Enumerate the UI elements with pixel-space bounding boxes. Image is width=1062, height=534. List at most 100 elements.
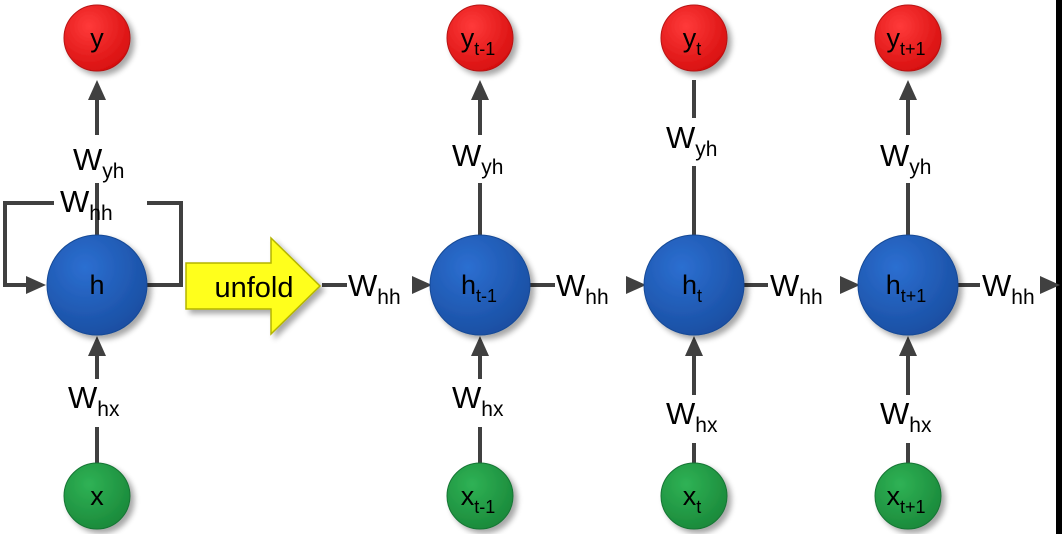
label-whh-3-sub: hh bbox=[1011, 286, 1034, 309]
node-x-tm1-main: x bbox=[461, 481, 475, 511]
svg-text:ht: ht bbox=[682, 270, 702, 306]
node-x-tm1-sub: t-1 bbox=[474, 497, 495, 517]
label-whh-folded: Whh bbox=[60, 184, 113, 225]
node-x-t-main: x bbox=[683, 481, 697, 511]
node-x-tp1-main: x bbox=[886, 481, 900, 511]
label-whh-1-main: W bbox=[556, 268, 586, 303]
arrowhead-self-loop bbox=[26, 276, 46, 294]
arrowhead-x-to-h bbox=[88, 336, 106, 356]
node-x-t-sub: t bbox=[696, 497, 701, 517]
node-y-t-sub: t bbox=[696, 39, 701, 59]
node-y-tp1-sub: t+1 bbox=[900, 39, 926, 59]
svg-text:yt-1: yt-1 bbox=[461, 23, 496, 59]
node-x: x bbox=[63, 462, 131, 530]
arrowhead-x-tm1-to-h-tm1 bbox=[471, 336, 489, 356]
node-y-t: yt bbox=[660, 4, 728, 72]
label-wyh-tm1: Wyh bbox=[452, 138, 503, 179]
label-whh-0: Whh bbox=[348, 268, 401, 309]
node-y-main: y bbox=[90, 23, 104, 53]
label-whx-folded: Whx bbox=[68, 380, 120, 421]
node-h-tm1-sub: t-1 bbox=[476, 286, 497, 306]
node-x-main: x bbox=[90, 481, 104, 511]
edge-self-loop-left bbox=[3, 201, 54, 287]
svg-text:ht-1: ht-1 bbox=[461, 270, 497, 306]
label-wyh-tm1-main: W bbox=[452, 138, 482, 173]
label-whh-3-main: W bbox=[982, 268, 1012, 303]
label-whx-folded-main: W bbox=[68, 380, 98, 415]
svg-text:yt+1: yt+1 bbox=[886, 23, 925, 59]
node-y-tm1-main: y bbox=[461, 23, 475, 53]
label-whx-tp1-main: W bbox=[880, 396, 910, 431]
node-h-t-sub: t bbox=[697, 286, 702, 306]
svg-text:xt+1: xt+1 bbox=[886, 481, 925, 517]
label-wyh-t-sub: yh bbox=[695, 138, 717, 161]
label-whx-t: Whx bbox=[666, 396, 718, 437]
label-wyh-tp1: Wyh bbox=[880, 138, 931, 179]
node-y-tp1: yt+1 bbox=[874, 4, 942, 72]
unfold-arrow bbox=[185, 236, 322, 336]
svg-text:ht+1: ht+1 bbox=[886, 270, 927, 306]
label-wyh-t-main: W bbox=[666, 120, 696, 155]
node-h-tm1-main: h bbox=[461, 270, 476, 300]
node-x-tp1-sub: t+1 bbox=[900, 497, 926, 517]
label-wyh-folded-main: W bbox=[73, 142, 103, 177]
label-whx-folded-sub: hx bbox=[97, 398, 120, 421]
label-whx-tm1: Whx bbox=[452, 380, 504, 421]
label-whx-t-sub: hx bbox=[695, 414, 718, 437]
label-wyh-folded-sub: yh bbox=[102, 160, 124, 183]
label-whx-tm1-main: W bbox=[452, 380, 482, 415]
node-h-main: h bbox=[89, 270, 104, 300]
node-x-tp1: xt+1 bbox=[874, 462, 942, 530]
arrowhead-into-h-tm1 bbox=[412, 276, 432, 294]
svg-text:y: y bbox=[90, 23, 104, 53]
label-whh-0-sub: hh bbox=[377, 286, 400, 309]
node-y-t-main: y bbox=[683, 23, 697, 53]
label-wyh-tp1-sub: yh bbox=[909, 156, 931, 179]
svg-text:xt-1: xt-1 bbox=[461, 481, 496, 517]
node-h: h bbox=[46, 234, 148, 336]
label-whx-tp1: Whx bbox=[880, 396, 932, 437]
arrowhead-h-to-y bbox=[88, 80, 106, 100]
arrowhead-h-tm1-to-y-tm1 bbox=[471, 80, 489, 100]
arrowhead-x-tp1-to-h-tp1 bbox=[899, 336, 917, 356]
edge-self-loop bbox=[147, 201, 183, 287]
node-y-tm1-sub: t-1 bbox=[474, 39, 495, 59]
arrowhead-into-h-tp1 bbox=[840, 276, 860, 294]
label-whh-folded-sub: hh bbox=[89, 202, 112, 225]
node-h-tp1-sub: t+1 bbox=[901, 286, 927, 306]
label-wyh-tm1-sub: yh bbox=[481, 156, 503, 179]
label-whh-2-main: W bbox=[770, 268, 800, 303]
label-whh-folded-main: W bbox=[60, 184, 90, 219]
label-whh-1-sub: hh bbox=[585, 286, 608, 309]
svg-text:h: h bbox=[89, 270, 104, 300]
label-whh-1: Whh bbox=[556, 268, 609, 309]
label-wyh-t: Wyh bbox=[666, 120, 717, 161]
node-x-tm1: xt-1 bbox=[446, 462, 514, 530]
node-h-tm1: ht-1 bbox=[429, 234, 531, 336]
arrowhead-out-right bbox=[1040, 276, 1060, 294]
node-y-tp1-main: y bbox=[886, 23, 900, 53]
label-whh-2-sub: hh bbox=[799, 286, 822, 309]
label-whx-t-main: W bbox=[666, 396, 696, 431]
label-wyh-tp1-main: W bbox=[880, 138, 910, 173]
svg-text:xt: xt bbox=[683, 481, 702, 517]
label-wyh-folded: Wyh bbox=[73, 142, 124, 183]
arrowhead-x-t-to-h-t bbox=[685, 336, 703, 356]
node-y-tm1: yt-1 bbox=[446, 4, 514, 72]
node-y: y bbox=[63, 4, 131, 72]
svg-text:yt: yt bbox=[683, 23, 702, 59]
node-h-tp1-main: h bbox=[886, 270, 901, 300]
label-whh-0-main: W bbox=[348, 268, 378, 303]
label-whx-tp1-sub: hx bbox=[909, 414, 932, 437]
label-whh-2: Whh bbox=[770, 268, 823, 309]
node-h-t: ht bbox=[643, 234, 745, 336]
node-h-tp1: ht+1 bbox=[857, 234, 959, 336]
node-h-t-main: h bbox=[682, 270, 697, 300]
label-whx-tm1-sub: hx bbox=[481, 398, 504, 421]
unfold-label: unfold bbox=[214, 272, 293, 304]
node-x-t: xt bbox=[660, 462, 728, 530]
arrowhead-into-h-t bbox=[626, 276, 646, 294]
arrowhead-h-tp1-to-y-tp1 bbox=[899, 80, 917, 100]
